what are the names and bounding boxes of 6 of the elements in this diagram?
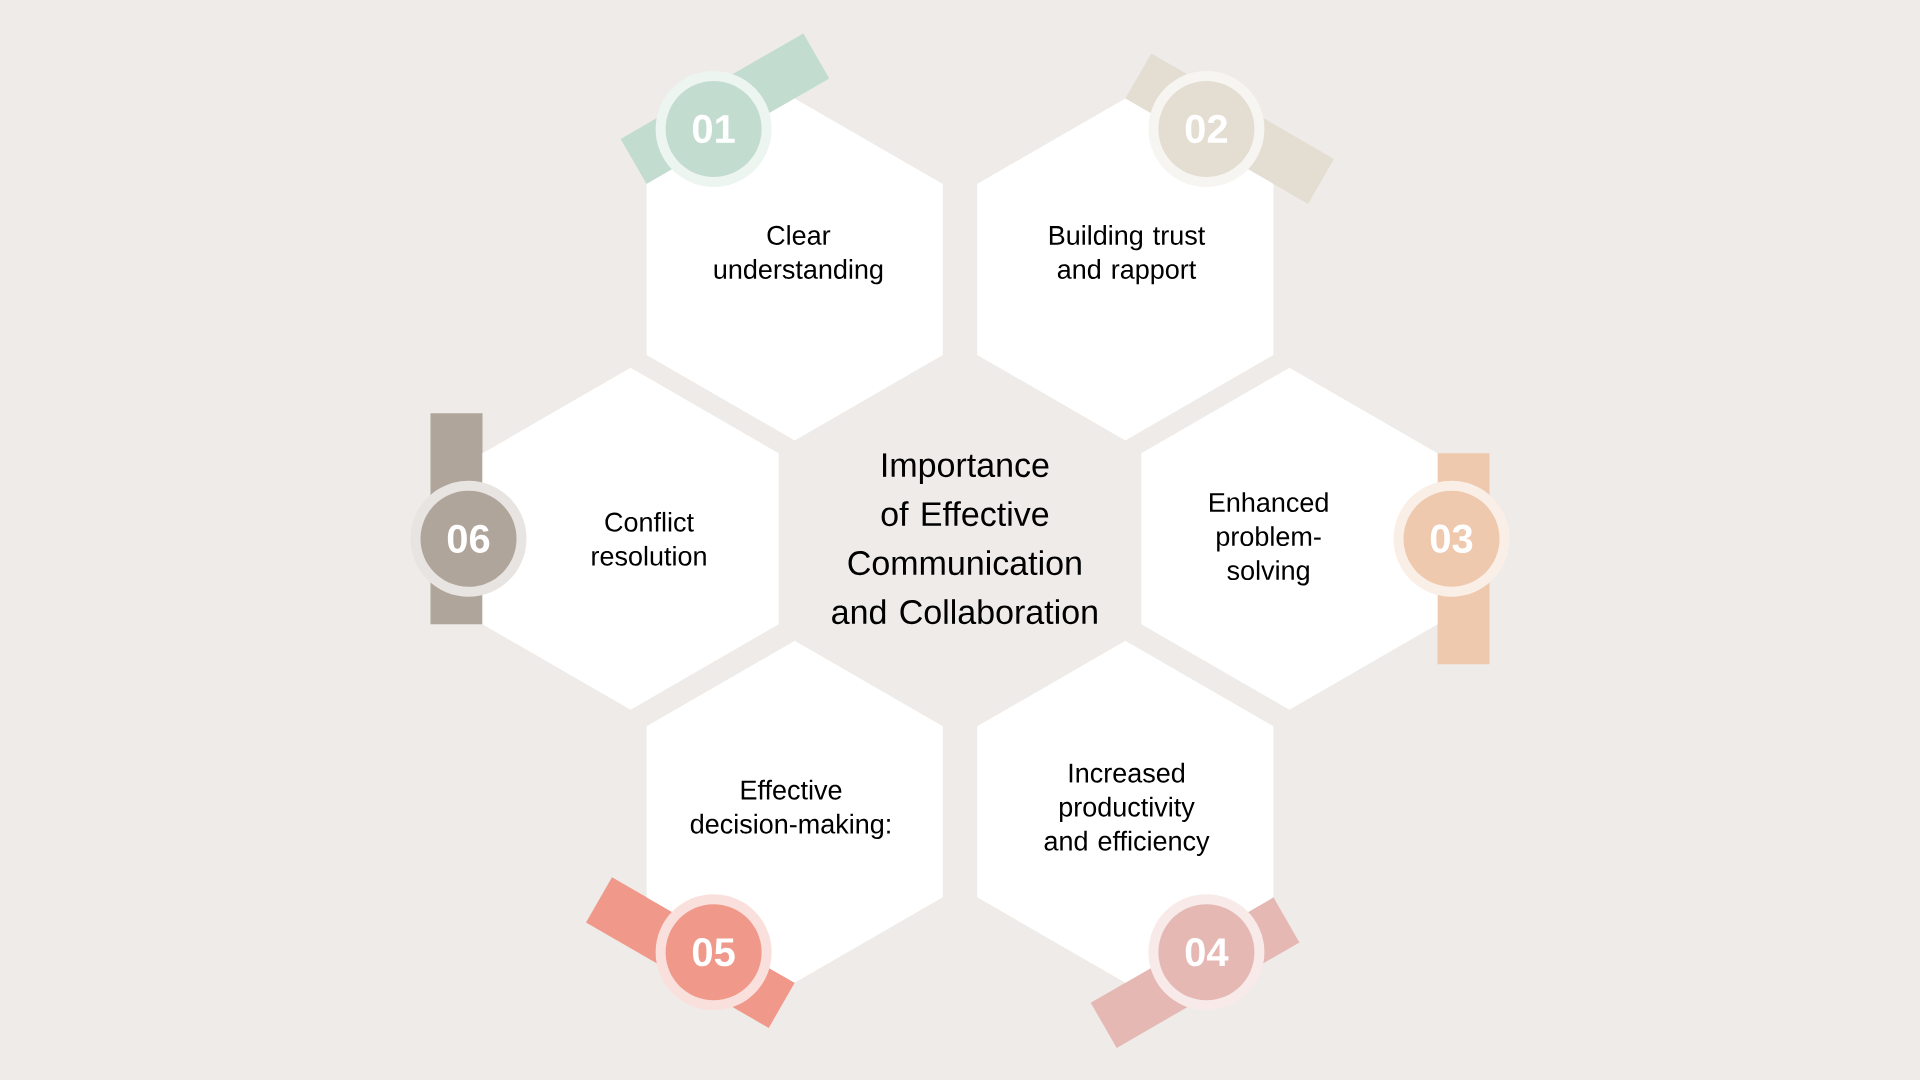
number-badge: 05	[655, 894, 772, 1011]
number-badge: 04	[1148, 894, 1265, 1011]
center-title: Importance of Effective Communication and Collaboration	[832, 453, 1097, 625]
number-badge: 06	[410, 480, 527, 597]
number-badge: 03	[1393, 480, 1510, 597]
number-badge: 01	[655, 71, 772, 187]
